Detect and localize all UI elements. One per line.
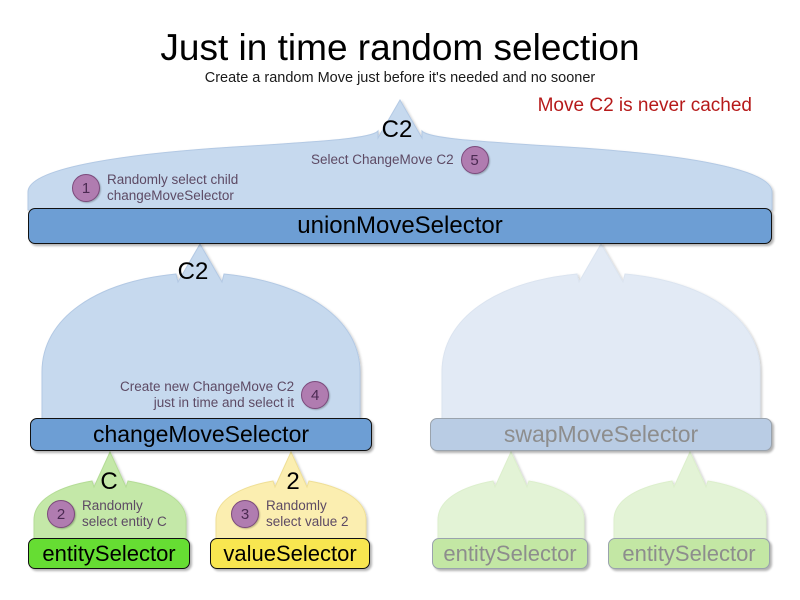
annotation-4: 4 Create new ChangeMove C2 just in time … bbox=[120, 379, 330, 411]
node-value-selector-left[interactable]: valueSelector bbox=[210, 538, 370, 569]
step-badge-3: 3 bbox=[231, 500, 259, 528]
page-title: Just in time random selection bbox=[160, 27, 640, 68]
step-badge-4: 4 bbox=[301, 381, 330, 409]
node-swap-move-selector[interactable]: swapMoveSelector bbox=[430, 418, 772, 451]
flow-label-entity-out: C bbox=[100, 468, 118, 495]
node-change-move-selector[interactable]: changeMoveSelector bbox=[30, 418, 372, 451]
node-entity-selector-right-1[interactable]: entitySelector bbox=[432, 538, 588, 569]
arrow-union-out bbox=[27, 99, 773, 211]
annotation-4-text: Create new ChangeMove C2 just in time an… bbox=[120, 379, 295, 410]
node-entity-selector-right-2[interactable]: entitySelector bbox=[608, 538, 770, 569]
step-badge-1: 1 bbox=[72, 174, 100, 202]
page-subtitle: Create a random Move just before it's ne… bbox=[204, 70, 596, 86]
arrow-swap-out bbox=[441, 243, 761, 421]
annotation-3: 3 Randomly select value 2 bbox=[231, 498, 349, 530]
cache-note: Move C2 is never cached bbox=[537, 95, 752, 116]
arrow-entity-right2-out bbox=[613, 450, 767, 541]
flow-label-value-out: 2 bbox=[286, 468, 300, 495]
annotation-2: 2 Randomly select entity C bbox=[47, 498, 167, 530]
annotation-3-text: Randomly select value 2 bbox=[266, 498, 349, 529]
arrow-change-out bbox=[41, 243, 361, 421]
annotation-1: 1 Randomly select child changeMoveSelect… bbox=[72, 172, 238, 204]
node-entity-selector-left[interactable]: entitySelector bbox=[28, 538, 190, 569]
annotation-5: 5 Select ChangeMove C2 bbox=[311, 146, 489, 174]
node-union-move-selector[interactable]: unionMoveSelector bbox=[28, 208, 772, 244]
step-badge-5: 5 bbox=[460, 146, 489, 174]
annotation-5-text: Select ChangeMove C2 bbox=[311, 152, 454, 167]
arrow-entity-right1-out bbox=[437, 450, 585, 541]
annotation-2-text: Randomly select entity C bbox=[82, 498, 167, 529]
step-badge-2: 2 bbox=[47, 500, 75, 528]
flow-label-union-out: C2 bbox=[381, 116, 413, 143]
flow-label-change-out: C2 bbox=[177, 258, 209, 285]
annotation-1-text: Randomly select child changeMoveSelector bbox=[107, 172, 239, 203]
